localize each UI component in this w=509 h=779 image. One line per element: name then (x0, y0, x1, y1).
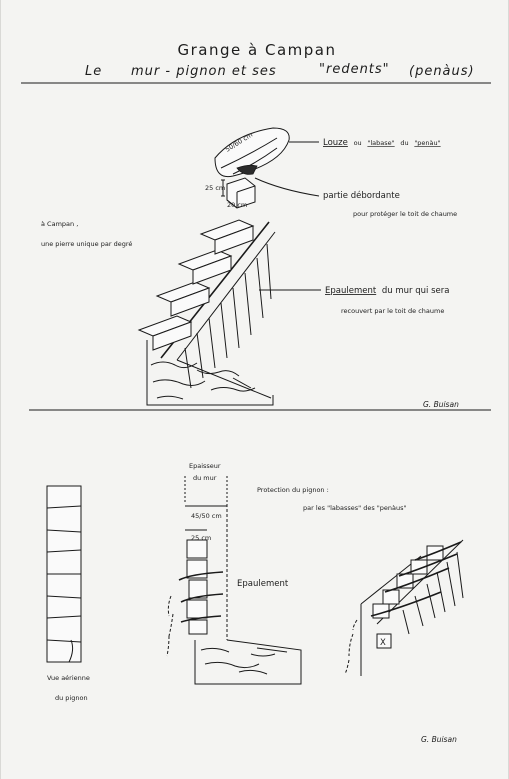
bottom-signature: G. Buisan (421, 735, 457, 744)
protection-hatching (402, 551, 464, 635)
wall-hatching (184, 243, 272, 389)
lauze-word: Louze (323, 138, 348, 148)
section-stones (186, 539, 208, 635)
dim-thickness-label: 45/50 cm (191, 512, 222, 520)
debordante-line1: partie débordante (323, 190, 400, 201)
lashing-lines (178, 571, 224, 623)
x-mark: X (380, 638, 386, 648)
thatch-dashes (166, 595, 174, 657)
lauze-label: Louze ou "labase" du "penàu" (323, 138, 441, 148)
protection-dashes (344, 619, 358, 675)
lauze-du: du (400, 139, 408, 147)
step-stones (137, 177, 256, 351)
protection-line2: par les "labasses" des "penàus" (303, 504, 407, 512)
vue-line1: Vue aérienne (47, 674, 90, 682)
epaulement-rest: du mur qui sera (382, 286, 450, 296)
subtitle-quoted: "redents" (319, 62, 390, 77)
aerial-view-drawing (46, 485, 82, 663)
gable-wall-drawing: 50/60 cm 25 cm 20 cm (137, 127, 321, 406)
subtitle-main: mur - pignon et ses (131, 64, 277, 79)
protection-drawing: X (344, 539, 464, 676)
lauze-ou: ou (354, 139, 362, 147)
lauze-texture (220, 137, 278, 175)
dim-height-tick (221, 179, 225, 197)
wall-shoulder-edge (176, 231, 276, 361)
epaulement-bottom-label: Epaulement (237, 579, 289, 589)
protection-line1: Protection du pignon : (257, 486, 329, 494)
section-base-stones (200, 647, 276, 675)
campan-line2: une pierre unique par degré (41, 240, 132, 248)
epaisseur-line2: du mur (193, 474, 217, 482)
debordante-line2: pour protéger le toit de chaume (353, 210, 457, 218)
wall-stones (150, 361, 256, 400)
lauze-penau: "penàu" (414, 139, 440, 147)
subtitle-paren: (penàus) (409, 64, 475, 79)
dim-small-label: 20 cm (227, 201, 247, 209)
x-marked-stone (376, 633, 392, 649)
subtitle-le: Le (85, 64, 102, 79)
protection-lashings (370, 541, 462, 617)
wall-base-outline (146, 340, 274, 406)
wall-section-drawing (166, 476, 302, 685)
epaisseur-line1: Epaisseur (189, 462, 221, 470)
leader-debordante (254, 177, 320, 197)
vue-line2: du pignon (55, 694, 88, 702)
epaulement-line2: recouvert par le toit de chaume (341, 307, 444, 315)
thickness-guides (184, 476, 228, 504)
campan-line1: à Campan , (41, 220, 78, 228)
epaulement-word: Epaulement (325, 286, 377, 296)
protection-roof-line (376, 539, 464, 625)
page-title: Grange à Campan (178, 41, 337, 59)
wall-floor-edge (176, 359, 272, 399)
top-signature: G. Buisan (423, 400, 459, 409)
section-base (194, 639, 302, 685)
lauze-shadow (236, 164, 258, 175)
aerial-column-joints (46, 505, 82, 643)
dim-25-label: 25 cm (191, 534, 211, 542)
lauze-labase: "labase" (367, 139, 394, 147)
dim-height-label: 25 cm (205, 184, 225, 192)
epaulement-label: Epaulement du mur qui sera (325, 286, 449, 296)
top-labels: Louze ou "labase" du "penàu" partie débo… (41, 138, 459, 409)
